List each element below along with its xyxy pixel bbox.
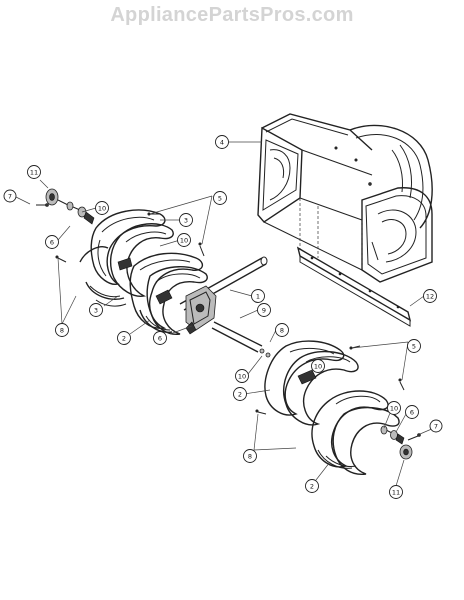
callout-8-left: 8 (55, 323, 69, 337)
callout-11-lower: 11 (389, 485, 403, 499)
callout-9: 9 (257, 303, 271, 317)
callout-2-lower: 2 (305, 479, 319, 493)
scraper-bar (296, 246, 412, 327)
callout-7-upper: 7 (3, 189, 17, 203)
callout-label: 12 (426, 293, 434, 301)
right-end-hardware (380, 425, 421, 460)
callout-label: 5 (412, 343, 416, 351)
bolts-and-pins (55, 212, 405, 415)
callout-2-left: 2 (117, 331, 131, 345)
callout-label: 3 (184, 217, 188, 225)
auger-flight-upper-left (79, 209, 174, 307)
callout-2-center: 2 (233, 387, 247, 401)
callout-label: 6 (50, 239, 54, 247)
callout-label: 5 (218, 195, 222, 203)
callout-label: 10 (180, 237, 188, 245)
callout-10-right-b: 10 (387, 401, 401, 415)
callout-3-upper-right: 3 (179, 213, 193, 227)
callout-10-right-a: 10 (311, 359, 325, 373)
callout-10-upper-a: 10 (95, 201, 109, 215)
callout-3-lower-left: 3 (89, 303, 103, 317)
callout-5-upper: 5 (213, 191, 227, 205)
callout-label: 6 (158, 335, 162, 343)
auger-flight-bottom-right (311, 390, 400, 475)
callout-12: 12 (423, 289, 437, 303)
callout-label: 2 (122, 335, 126, 343)
callout-4: 4 (215, 135, 229, 149)
callout-8-center: 8 (275, 323, 289, 337)
callout-10-upper-b: 10 (177, 233, 191, 247)
callout-label: 8 (280, 327, 284, 335)
callout-label: 8 (60, 327, 64, 335)
callout-label: 1 (256, 293, 260, 301)
callout-label: 10 (390, 405, 398, 413)
callout-label: 7 (434, 423, 438, 431)
callout-label: 7 (8, 193, 12, 201)
callout-label: 6 (410, 409, 414, 417)
callout-8-lower: 8 (243, 449, 257, 463)
callout-label: 11 (30, 169, 38, 177)
callout-11-upper: 11 (27, 165, 41, 179)
gearbox (185, 285, 217, 335)
callout-1: 1 (251, 289, 265, 303)
callout-label: 9 (262, 307, 266, 315)
left-end-hardware (36, 188, 95, 225)
callout-label: 2 (310, 483, 314, 491)
callout-label: 8 (248, 453, 252, 461)
callout-label: 3 (94, 307, 98, 315)
callout-label: 11 (392, 489, 400, 497)
callout-label: 10 (314, 363, 322, 371)
callout-label: 4 (220, 139, 224, 147)
auger-flight-lower-right (264, 340, 359, 426)
callout-label: 10 (238, 373, 246, 381)
auger-flight-middle-left (117, 252, 208, 335)
auger-housing (257, 113, 433, 283)
callout-5-lower: 5 (407, 339, 421, 353)
callout-6-upper: 6 (45, 235, 59, 249)
callout-label: 2 (238, 391, 242, 399)
callout-label: 10 (98, 205, 106, 213)
callout-10-center: 10 (235, 369, 249, 383)
callout-6-center: 6 (153, 331, 167, 345)
callout-7-lower: 7 (429, 419, 443, 433)
watermark: AppliancePartsPros.com (110, 4, 354, 26)
callout-6-lower: 6 (405, 405, 419, 419)
